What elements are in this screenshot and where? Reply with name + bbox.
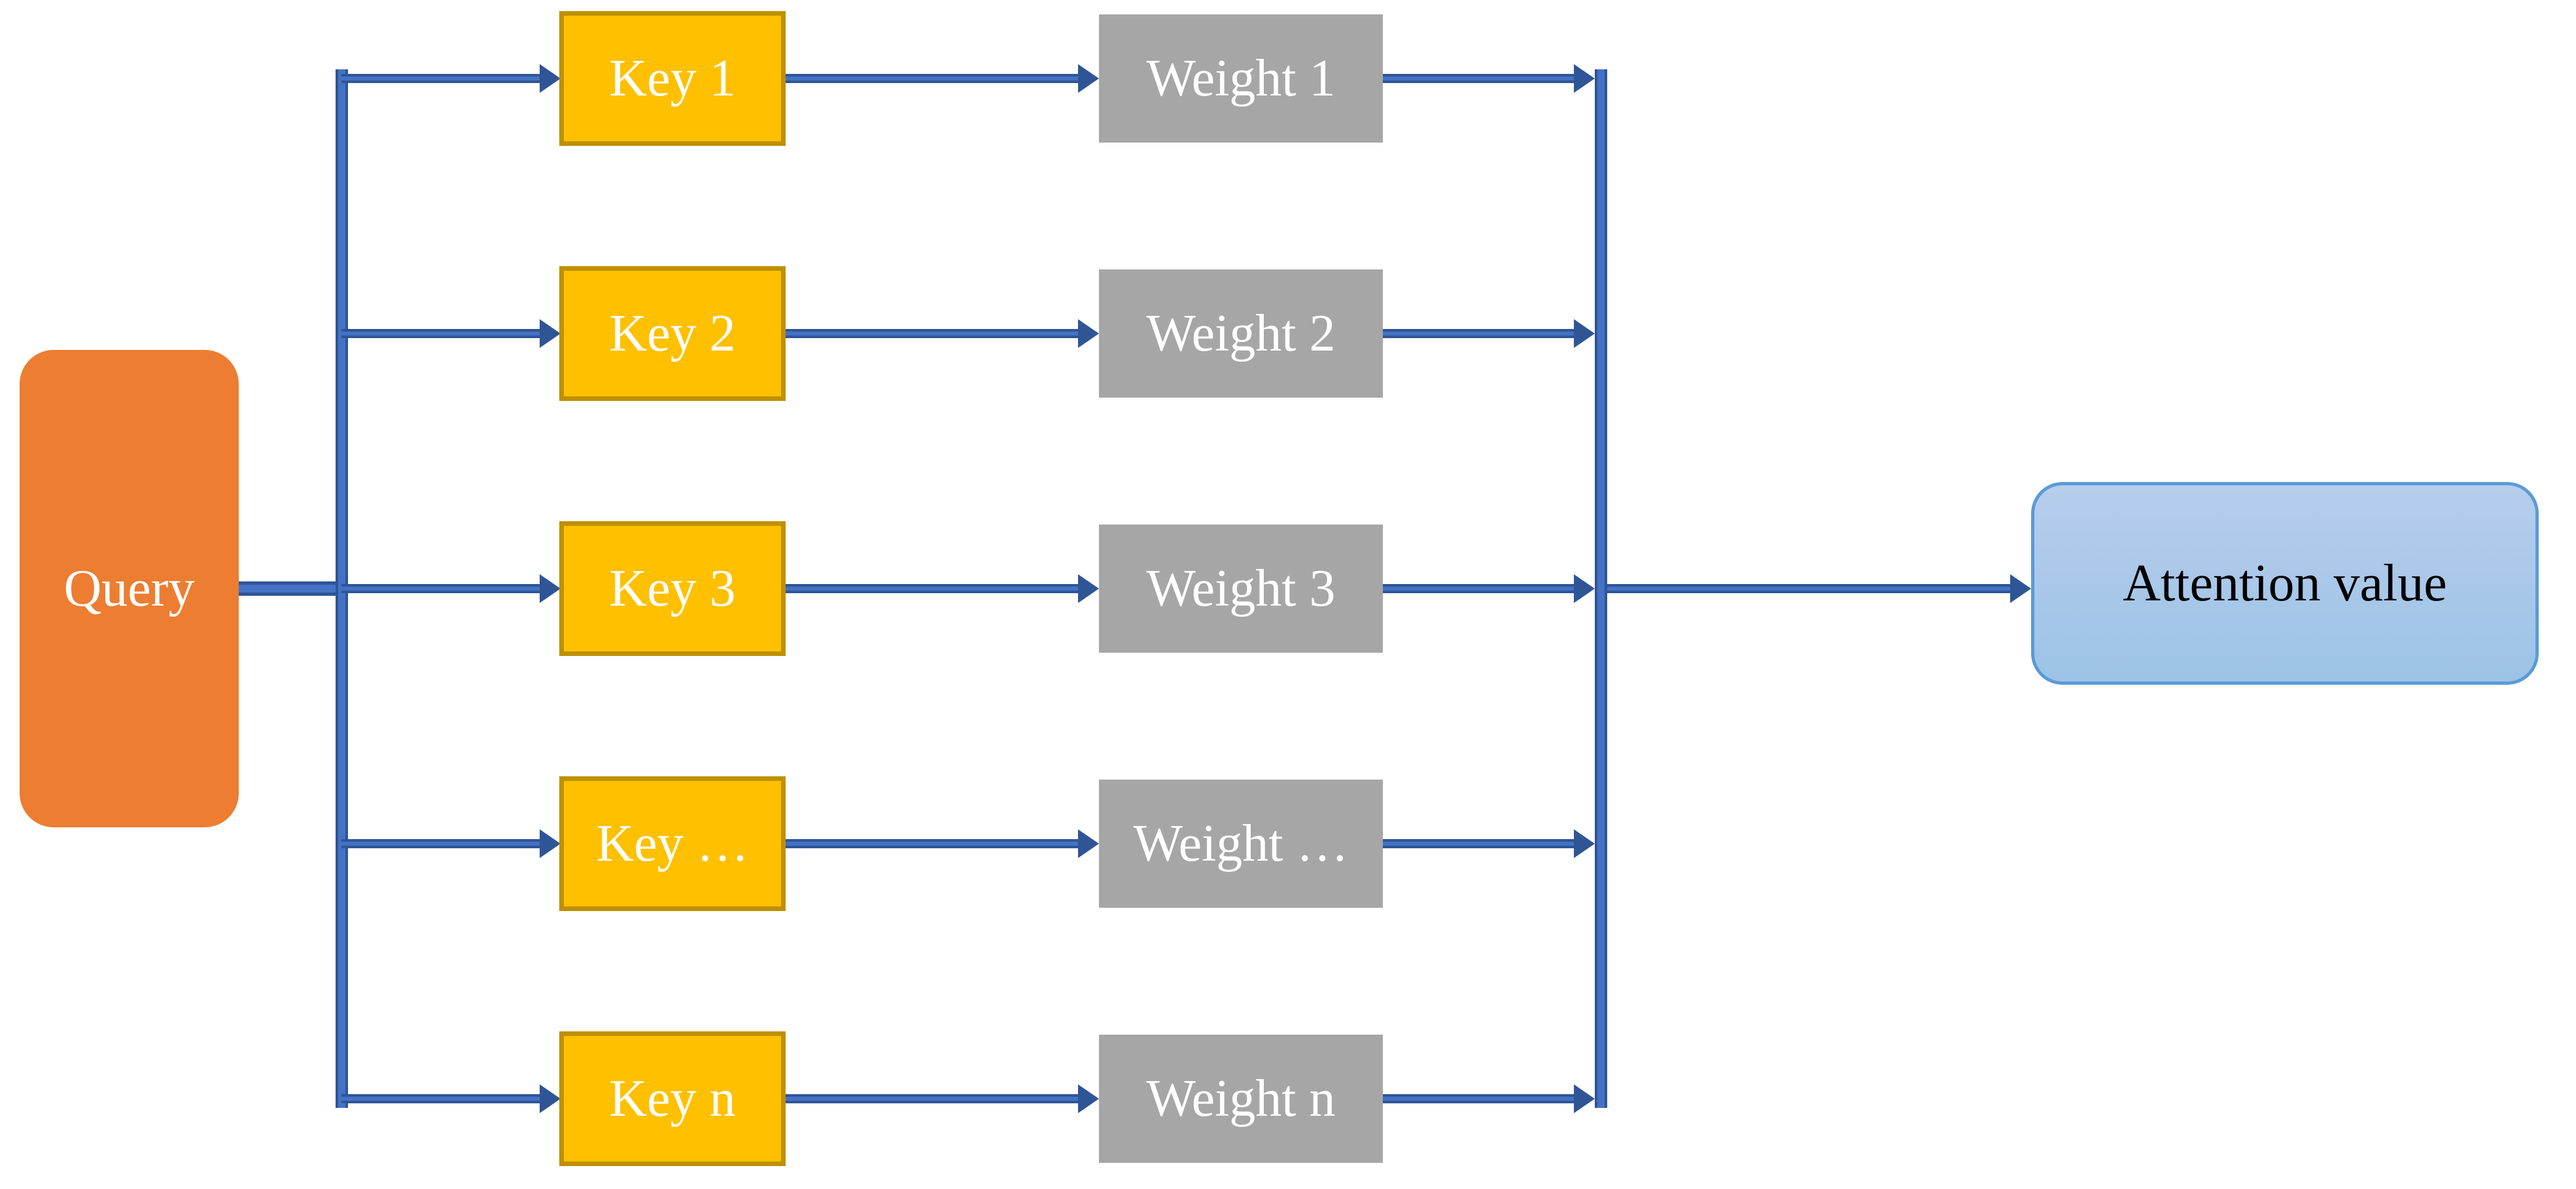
- weight-node-5: Weight n: [1099, 1035, 1383, 1163]
- weight-label: Weight 3: [1146, 560, 1336, 617]
- weight-label: Weight n: [1146, 1070, 1336, 1128]
- arrow-head-row-4-key: [540, 829, 561, 858]
- key-to-weight-arrow-row-3: [786, 584, 1081, 593]
- attention-node: Attention value: [2031, 482, 2539, 685]
- arrow-head-row-5-weight: [1078, 1084, 1099, 1113]
- trunk-to-attention-arrow: [1607, 584, 2010, 593]
- arrow-head-row-1-weight: [1078, 64, 1099, 93]
- query-node: Query: [20, 350, 239, 827]
- weight-label: Weight 1: [1146, 50, 1336, 107]
- weight-label: Weight 2: [1146, 305, 1336, 362]
- key-node-4: Key …: [559, 776, 786, 911]
- arrow-head-attention: [2010, 574, 2031, 603]
- branch-arrow-row-1: [341, 74, 542, 83]
- weight-to-trunk-arrow-row-4: [1383, 839, 1576, 848]
- key-to-weight-arrow-row-1: [786, 74, 1081, 83]
- key-node-5: Key n: [559, 1031, 786, 1166]
- key-label: Key 3: [609, 560, 736, 617]
- key-to-weight-arrow-row-4: [786, 839, 1081, 848]
- key-node-2: Key 2: [559, 266, 786, 401]
- key-to-weight-arrow-row-5: [786, 1094, 1081, 1103]
- key-to-weight-arrow-row-2: [786, 329, 1081, 338]
- weight-to-trunk-arrow-row-5: [1383, 1094, 1576, 1103]
- key-label: Key 1: [609, 50, 736, 107]
- weight-to-trunk-arrow-row-2: [1383, 329, 1576, 338]
- weight-node-2: Weight 2: [1099, 269, 1383, 398]
- branch-arrow-row-3: [341, 584, 542, 593]
- weight-to-trunk-arrow-row-1: [1383, 74, 1576, 83]
- weight-node-3: Weight 3: [1099, 525, 1383, 653]
- arrow-head-row-2-trunk: [1574, 319, 1595, 348]
- branch-arrow-row-5: [341, 1094, 542, 1103]
- query-connector-line: [239, 581, 341, 596]
- branch-arrow-row-4: [341, 839, 542, 848]
- key-label: Key 2: [609, 305, 736, 362]
- arrow-head-row-3-trunk: [1574, 574, 1595, 603]
- arrow-head-row-3-weight: [1078, 574, 1099, 603]
- arrow-head-row-4-trunk: [1574, 829, 1595, 858]
- right-trunk-line: [1595, 69, 1607, 1108]
- weight-node-4: Weight …: [1099, 780, 1383, 908]
- attention-label: Attention value: [2123, 555, 2447, 612]
- arrow-head-row-5-trunk: [1574, 1084, 1595, 1113]
- weight-label: Weight …: [1133, 815, 1349, 872]
- arrow-head-row-4-weight: [1078, 829, 1099, 858]
- key-label: Key …: [596, 815, 749, 872]
- arrow-head-row-2-key: [540, 319, 561, 348]
- arrow-head-row-2-weight: [1078, 319, 1099, 348]
- arrow-head-row-1-key: [540, 64, 561, 93]
- key-node-3: Key 3: [559, 521, 786, 656]
- arrow-head-row-3-key: [540, 574, 561, 603]
- branch-arrow-row-2: [341, 329, 542, 338]
- weight-to-trunk-arrow-row-3: [1383, 584, 1576, 593]
- weight-node-1: Weight 1: [1099, 14, 1383, 143]
- key-label: Key n: [609, 1070, 736, 1128]
- arrow-head-row-1-trunk: [1574, 64, 1595, 93]
- query-label: Query: [63, 560, 195, 617]
- key-node-1: Key 1: [559, 11, 786, 146]
- arrow-head-row-5-key: [540, 1084, 561, 1113]
